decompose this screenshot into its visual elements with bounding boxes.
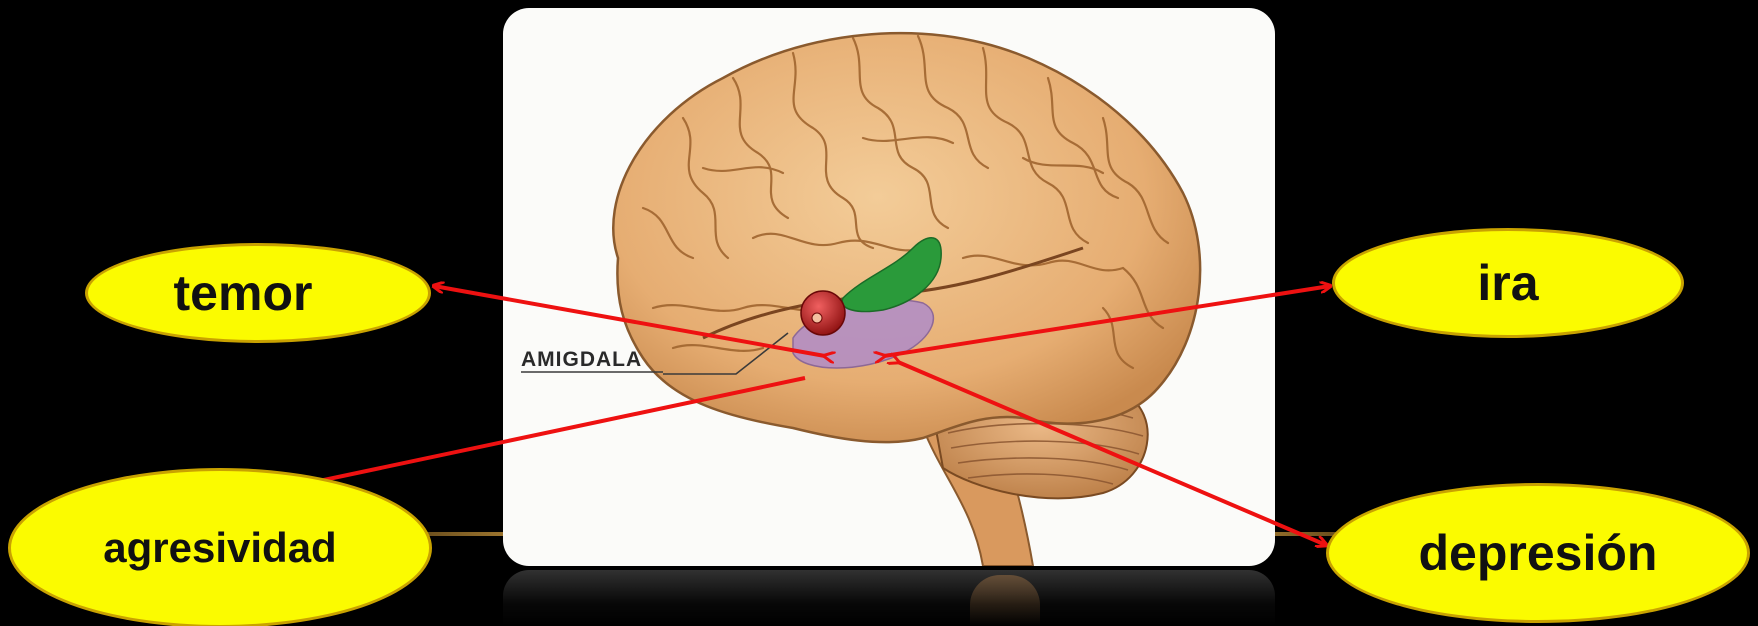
bubble-agresividad: agresividad <box>8 468 432 626</box>
brain-drawing: AMIGDALA <box>503 8 1275 566</box>
bubble-agresividad-label: agresividad <box>103 524 336 572</box>
bubble-temor-label: temor <box>174 264 313 322</box>
bubble-depresion-label: depresión <box>1419 524 1658 582</box>
bubble-ira: ira <box>1332 228 1684 338</box>
amigdala-label: AMIGDALA <box>521 348 642 371</box>
amygdala-red <box>801 291 845 335</box>
bubble-ira-label: ira <box>1477 254 1538 312</box>
image-reflection <box>503 570 1275 626</box>
brainstem-reflection <box>970 575 1040 626</box>
cerebrum <box>613 33 1200 442</box>
bubble-depresion: depresión <box>1326 483 1750 623</box>
bubble-temor: temor <box>85 243 431 343</box>
brain-illustration: AMIGDALA <box>503 8 1275 566</box>
